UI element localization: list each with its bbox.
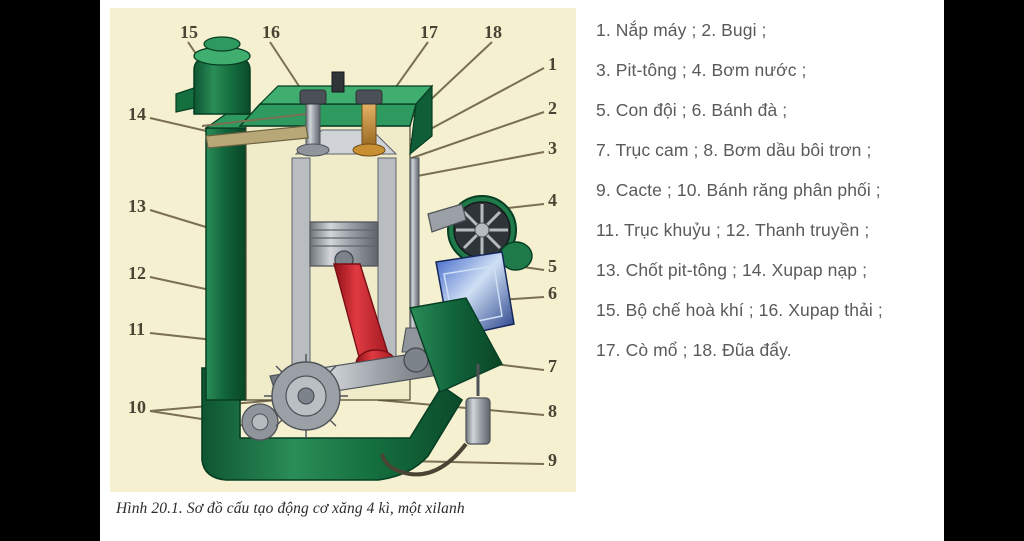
legend-line: 13. Chốt pit-tông ; 14. Xupap nạp ;	[596, 260, 868, 280]
intake-valve-stem	[305, 101, 321, 147]
camshaft-lobe	[403, 347, 429, 373]
intake-valve-head	[296, 143, 330, 157]
callout-13: 13	[128, 196, 146, 216]
legend-line: 9. Cacte ; 10. Bánh răng phân phối ;	[596, 180, 881, 200]
callout-6: 6	[548, 283, 557, 303]
oil-pump	[465, 397, 491, 445]
callout-11: 11	[128, 319, 145, 339]
pushrod	[409, 157, 420, 329]
document-page: 15 16 17 18 1 2 3 4 5 6 7 8 9 14	[100, 0, 944, 541]
callout-7: 7	[548, 356, 557, 376]
carburetor	[175, 36, 251, 115]
callout-8: 8	[548, 401, 557, 421]
letterbox-bar-right	[944, 0, 1024, 541]
callout-15: 15	[180, 22, 198, 42]
engine-diagram-illustration: 15 16 17 18 1 2 3 4 5 6 7 8 9 14	[128, 22, 557, 481]
callout-4: 4	[548, 190, 557, 210]
intake-manifold	[205, 125, 309, 149]
left-water-jacket	[205, 127, 247, 401]
carburetor-inlet	[175, 87, 195, 113]
callout-9: 9	[548, 450, 557, 470]
figure-legend-list: 1. Nắp máy ; 2. Bugi ; 3. Pit-tông ; 4. …	[596, 10, 942, 370]
spark-plug	[331, 71, 345, 93]
cylinder-head-cover	[258, 85, 434, 105]
legend-line: 11. Trục khuỷu ; 12. Thanh truyền ;	[596, 220, 870, 240]
engine-figure: 15 16 17 18 1 2 3 4 5 6 7 8 9 14	[110, 0, 586, 541]
timing-gear-teeth	[264, 354, 348, 438]
callout-1: 1	[548, 54, 557, 74]
air-horn	[203, 36, 241, 52]
legend-line: 7. Trục cam ; 8. Bơm dầu bôi trơn ;	[596, 140, 872, 160]
callout-numbers: 15 16 17 18 1 2 3 4 5 6 7 8 9 14	[128, 22, 557, 470]
cylinder-head-top	[238, 103, 417, 127]
exhaust-valve-stem	[361, 101, 377, 147]
callout-16: 16	[262, 22, 280, 42]
callout-5: 5	[548, 256, 557, 276]
rocker-arm-intake	[299, 89, 327, 105]
exhaust-valve-head	[352, 143, 386, 157]
water-pump-arm	[427, 203, 467, 233]
legend-line: 3. Pit-tông ; 4. Bơm nước ;	[596, 60, 807, 80]
callout-2: 2	[548, 98, 557, 118]
oil-pan	[201, 367, 464, 481]
legend-line: 5. Con đội ; 6. Bánh đà ;	[596, 100, 788, 120]
figure-caption: Hình 20.1. Sơ đồ cấu tạo động cơ xăng 4 …	[116, 500, 465, 517]
engine-body	[175, 36, 533, 481]
callout-10: 10	[128, 397, 146, 417]
oil-hose	[380, 442, 468, 477]
cylinder-head-right-face	[409, 84, 433, 156]
piston-rings	[310, 229, 378, 247]
flywheel	[447, 195, 517, 265]
manifold-edge	[201, 113, 307, 127]
callout-14: 14	[128, 104, 146, 124]
cylinder-wall-left	[291, 157, 311, 381]
callout-17: 17	[420, 22, 438, 42]
legend-line: 17. Cò mổ ; 18. Đũa đẩy.	[596, 340, 792, 360]
legend-line: 15. Bộ chế hoà khí ; 16. Xupap thải ;	[596, 300, 883, 320]
engine-diagram-canvas: 15 16 17 18 1 2 3 4 5 6 7 8 9 14	[110, 8, 576, 492]
callout-12: 12	[128, 263, 146, 283]
legend-line: 1. Nắp máy ; 2. Bugi ;	[596, 20, 767, 40]
rocker-arm-exhaust	[355, 89, 383, 105]
callout-3: 3	[548, 138, 557, 158]
callout-18: 18	[484, 22, 502, 42]
letterbox-bar-left	[0, 0, 100, 541]
piston	[309, 221, 379, 267]
